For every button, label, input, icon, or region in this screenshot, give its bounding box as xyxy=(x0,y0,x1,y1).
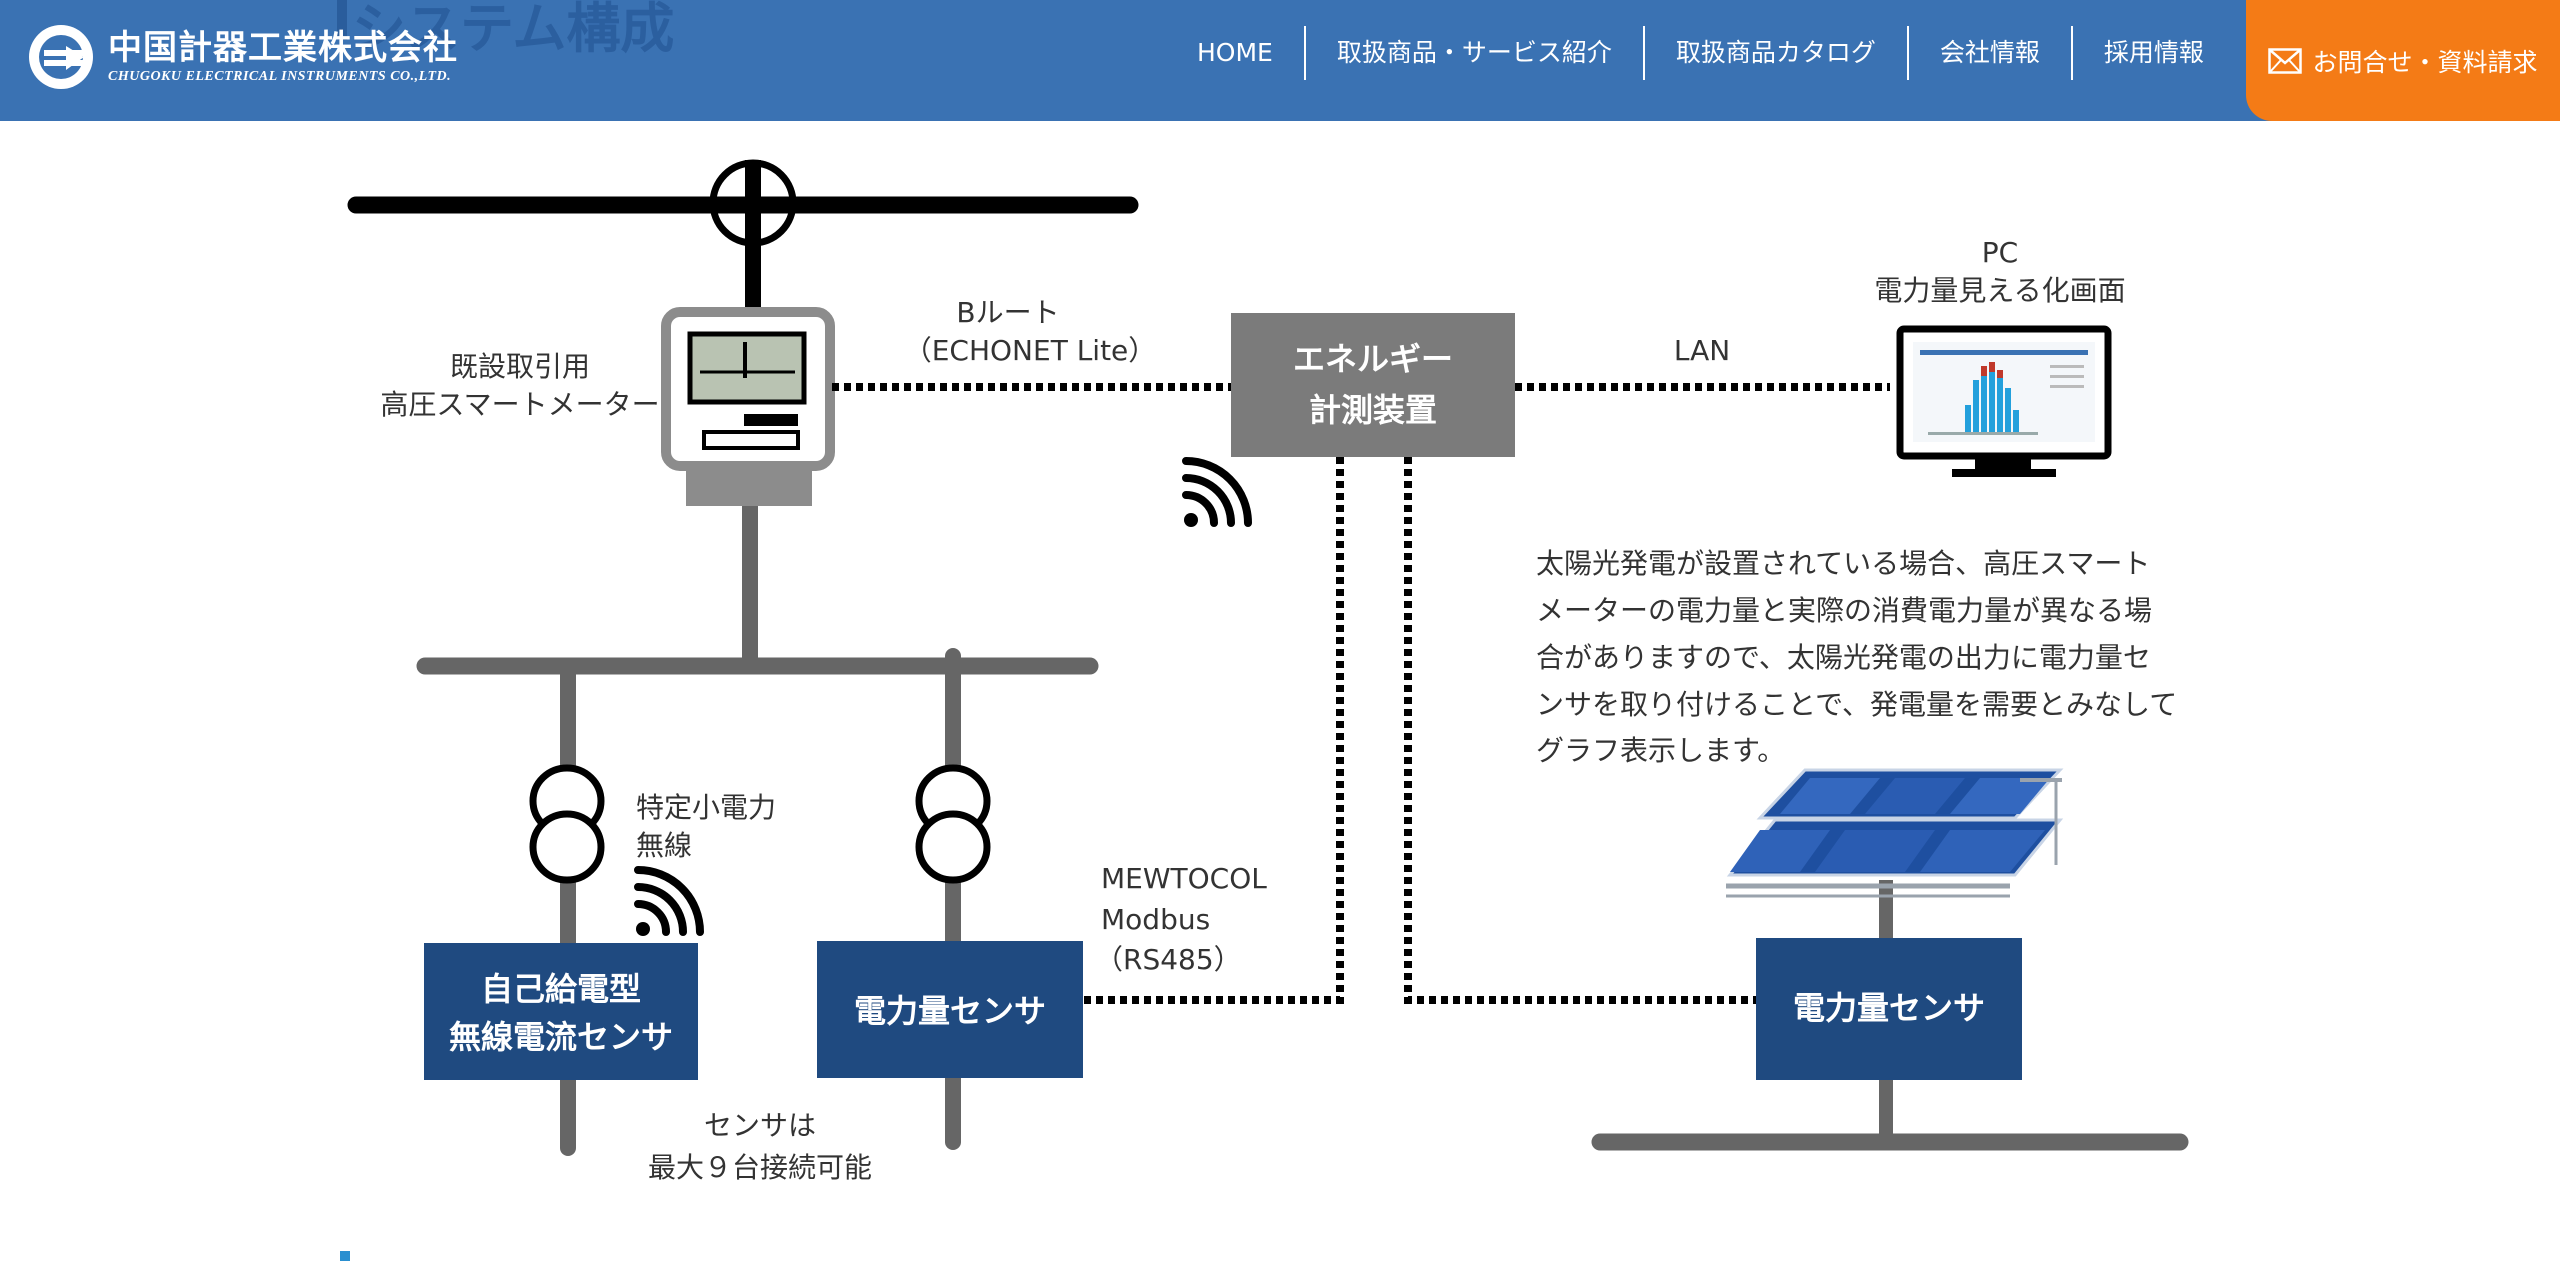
energy-device-box xyxy=(1231,313,1515,457)
main-nav: HOME 取扱商品・サービス紹介 取扱商品カタログ 会社情報 採用情報 xyxy=(1166,26,2235,80)
meter-label-line2: 高圧スマートメーター xyxy=(380,388,659,421)
self-powered-sensor-box xyxy=(424,943,698,1080)
wireless-label-line1: 特定小電力 xyxy=(636,791,776,824)
smart-meter-icon xyxy=(661,307,835,506)
self-powered-sensor-label-line2: 無線電流センサ xyxy=(449,1018,673,1056)
wireless-icon-sensor xyxy=(634,866,704,936)
broute-label-line1: Bルート xyxy=(956,296,1059,329)
wireless-icon-meter xyxy=(1182,457,1252,527)
contact-button[interactable]: お問合せ・資料請求 xyxy=(2246,0,2560,121)
note-line4: ンサを取り付けることで、発電量を需要とみなして xyxy=(1536,688,2177,721)
pc-monitor-icon xyxy=(1896,325,2112,477)
lan-label: LAN xyxy=(1674,334,1730,367)
energy-device-label-line1: エネルギー xyxy=(1293,340,1453,378)
pc-label-line1: PC xyxy=(1982,236,2018,269)
nav-home[interactable]: HOME xyxy=(1197,38,1273,67)
max-sensor-label-line2: 最大９台接続可能 xyxy=(648,1151,872,1184)
logo-company-name-en: CHUGOKU ELECTRICAL INSTRUMENTS CO.,LTD. xyxy=(108,69,452,84)
energy-sensor-label: 電力量センサ xyxy=(854,992,1046,1030)
contact-button-label: お問合せ・資料請求 xyxy=(2312,47,2538,77)
nav-products-services[interactable]: 取扱商品・サービス紹介 xyxy=(1303,26,1643,80)
next-section-accent xyxy=(340,1251,350,1261)
nav-catalog[interactable]: 取扱商品カタログ xyxy=(1642,26,1907,80)
meter-label-line1: 既設取引用 xyxy=(450,350,590,383)
transformer-icon-left xyxy=(529,764,605,884)
section-title-accent xyxy=(337,0,347,40)
nav-company[interactable]: 会社情報 xyxy=(1906,26,2071,80)
site-header: システム構成 中国計器工業株式会社 CHUGOKU ELECTRICAL INS… xyxy=(0,0,2560,121)
note-line1: 太陽光発電が設置されている場合、高圧スマート xyxy=(1536,547,2150,580)
energy-sensor-box xyxy=(817,941,1083,1078)
wireless-label-line2: 無線 xyxy=(636,829,692,862)
solar-dotted-line xyxy=(1404,457,1756,1004)
pc-label-line2: 電力量見える化画面 xyxy=(1874,274,2125,307)
transformer-icon-right xyxy=(915,764,991,884)
logo-company-name-jp: 中国計器工業株式会社 xyxy=(108,28,458,68)
mail-icon xyxy=(2268,47,2303,74)
max-sensor-label-line1: センサは xyxy=(704,1109,816,1142)
note-line2: メーターの電力量と実際の消費電力量が異なる場 xyxy=(1536,594,2152,627)
protocol-label-line2: Modbus xyxy=(1101,903,1210,936)
solar-energy-sensor-box xyxy=(1756,938,2022,1080)
broute-label-line2: （ECHONET Lite） xyxy=(904,334,1157,367)
logo-mark-icon xyxy=(29,25,93,89)
self-powered-sensor-label-line1: 自己給電型 xyxy=(481,970,641,1008)
energy-device-label-line2: 計測装置 xyxy=(1309,391,1437,429)
note-line5: グラフ表示します。 xyxy=(1536,734,1785,767)
note-line3: 合がありますので、太陽光発電の出力に電力量セ xyxy=(1536,641,2151,674)
protocol-label-line1: MEWTOCOL xyxy=(1101,862,1267,895)
rs485-dotted-line xyxy=(1083,457,1344,1004)
section-title: システム構成 xyxy=(352,0,675,60)
company-logo[interactable]: 中国計器工業株式会社 CHUGOKU ELECTRICAL INSTRUMENT… xyxy=(26,22,458,92)
nav-recruit[interactable]: 採用情報 xyxy=(2070,26,2235,80)
solar-energy-sensor-label: 電力量センサ xyxy=(1793,989,1985,1027)
protocol-label-line3: （RS485） xyxy=(1095,943,1242,976)
